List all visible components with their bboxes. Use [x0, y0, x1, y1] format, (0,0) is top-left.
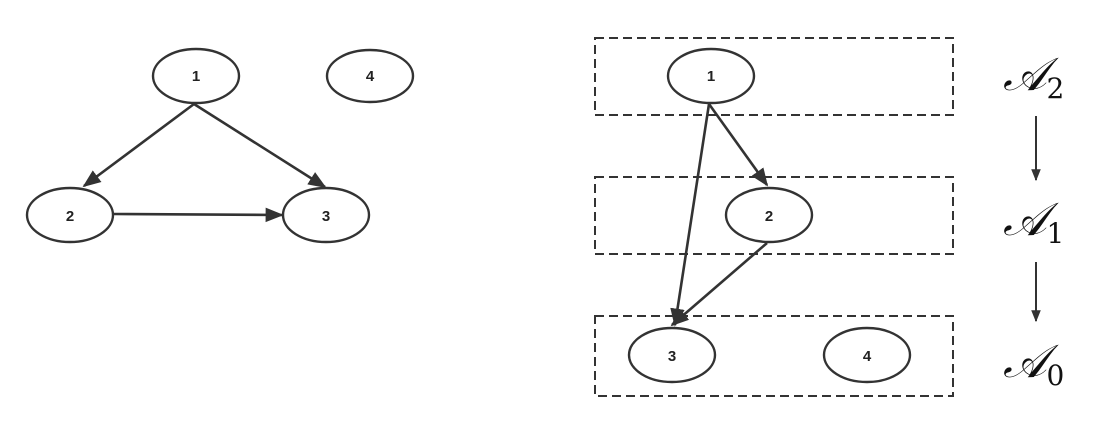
right-node-3-label: 3: [668, 348, 676, 365]
layer-label-a0-subscript: 0: [1047, 359, 1065, 392]
right-edge-1-2: [707, 103, 769, 187]
layer-label-a1-subscript: 1: [1047, 217, 1065, 250]
layer-label-a2: 𝒜2: [1003, 47, 1064, 105]
right-node-4-label: 4: [863, 348, 872, 365]
right-node-2-label: 2: [765, 208, 773, 225]
left-node-4: 4: [325, 48, 415, 104]
right-node-1-label: 1: [707, 68, 715, 85]
left-node-3-label: 3: [322, 208, 330, 225]
layer-label-a0: 𝒜0: [1003, 334, 1064, 392]
right-node-1: 1: [666, 47, 756, 105]
left-edge-1-3: [193, 102, 327, 189]
left-node-2: 2: [25, 186, 115, 244]
right-graph: 1 2 3 4: [627, 47, 912, 384]
left-node-3: 3: [281, 186, 371, 244]
left-node-2-label: 2: [66, 208, 74, 225]
left-edge-2-3: [113, 207, 284, 223]
right-edge-2-3: [670, 242, 768, 327]
layer-box-a2: [594, 37, 954, 116]
layer-label-a2-subscript: 2: [1047, 72, 1065, 105]
layer-boxes: [594, 37, 954, 397]
layer-labels: 𝒜2 𝒜1 𝒜0: [1003, 47, 1064, 392]
right-edge-1-3: [670, 103, 711, 327]
left-node-1-label: 1: [192, 68, 200, 85]
right-node-4: 4: [822, 326, 912, 384]
layer-label-a1: 𝒜1: [1003, 192, 1064, 250]
left-edge-1-2: [82, 102, 195, 188]
left-graph: 1 4 2 3: [25, 47, 415, 244]
left-node-1: 1: [151, 47, 241, 105]
right-node-2: 2: [724, 186, 814, 244]
right-node-3: 3: [627, 326, 717, 384]
left-node-4-label: 4: [366, 68, 375, 85]
layer-box-a1: [594, 176, 954, 255]
layer-box-a0: [594, 315, 954, 397]
